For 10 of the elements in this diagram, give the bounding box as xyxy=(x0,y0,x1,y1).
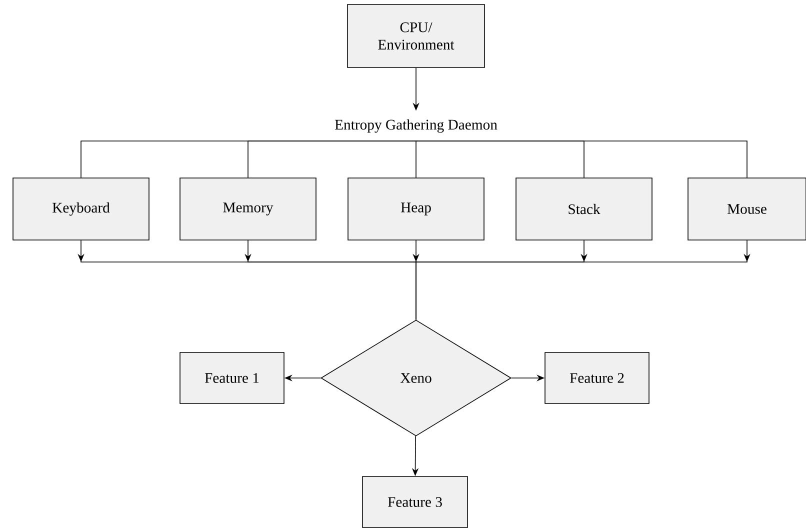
process-box: Feature 1 xyxy=(180,352,284,404)
process-box: Feature 2 xyxy=(544,352,650,404)
process-box: Stack xyxy=(516,178,652,240)
process-box: Memory xyxy=(180,178,316,240)
heading-text: Entropy Gathering Daemon xyxy=(334,119,498,133)
process-box: Heap xyxy=(348,178,484,240)
process-box: Mouse xyxy=(688,178,806,240)
process-box: Feature 3 xyxy=(362,476,468,528)
process-box: Keyboard xyxy=(12,178,150,240)
process-box: CPU/ Environment xyxy=(347,4,485,68)
